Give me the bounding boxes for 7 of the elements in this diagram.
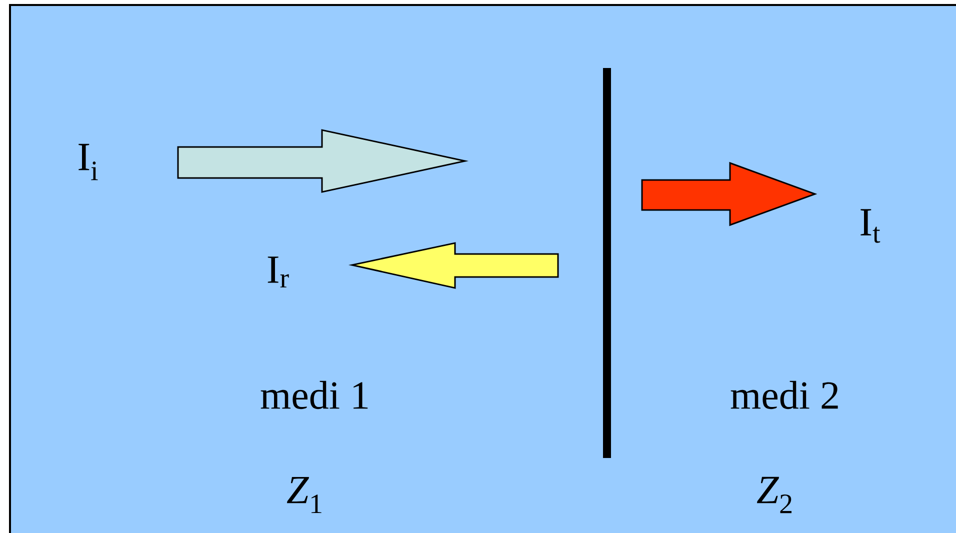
impedance-label: Z$_{1}$ — [286, 476, 322, 514]
wave-label: I$_{i}$ — [78, 144, 98, 180]
impedance-label: Z$_{2}$ — [756, 476, 792, 514]
medium-label: medi 1 — [260, 380, 368, 410]
wave-label: I$_{t}$ — [860, 209, 880, 243]
wave-label: I$_{r}$ — [268, 256, 289, 288]
medium-label: medi 2 — [730, 380, 838, 410]
